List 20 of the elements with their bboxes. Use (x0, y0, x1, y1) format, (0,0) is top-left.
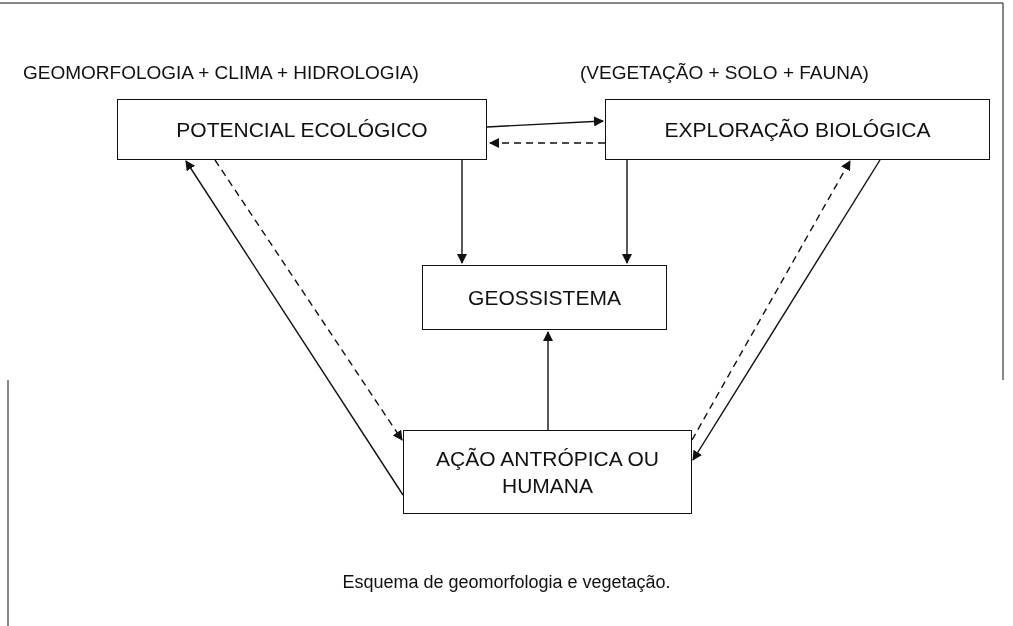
arrow (692, 159, 881, 461)
box-label: EXPLORAÇÃO BIOLÓGICA (664, 116, 931, 143)
node-note: (VEGETAÇÃO + SOLO + FAUNA) (580, 62, 869, 84)
arrow (185, 160, 404, 496)
box-label: GEOSSISTEMA (468, 284, 621, 311)
arrow (486, 116, 604, 128)
node-note: GEOMORFOLOGIA + CLIMA + HIDROLOGIA) (23, 62, 419, 84)
caption: Esquema de geomorfologia e vegetação. (341, 572, 672, 593)
box-label: POTENCIAL ECOLÓGICO (176, 116, 428, 143)
arrow (457, 159, 467, 264)
arrow (489, 138, 606, 148)
arrow (214, 159, 403, 441)
process-box (117, 99, 487, 160)
process-box (605, 99, 990, 160)
process-box (422, 265, 667, 330)
process-box (403, 430, 692, 514)
arrow (691, 160, 851, 441)
arrow (543, 331, 553, 431)
arrow (622, 159, 632, 264)
box-label: AÇÃO ANTRÓPICA OU HUMANA (435, 445, 660, 499)
